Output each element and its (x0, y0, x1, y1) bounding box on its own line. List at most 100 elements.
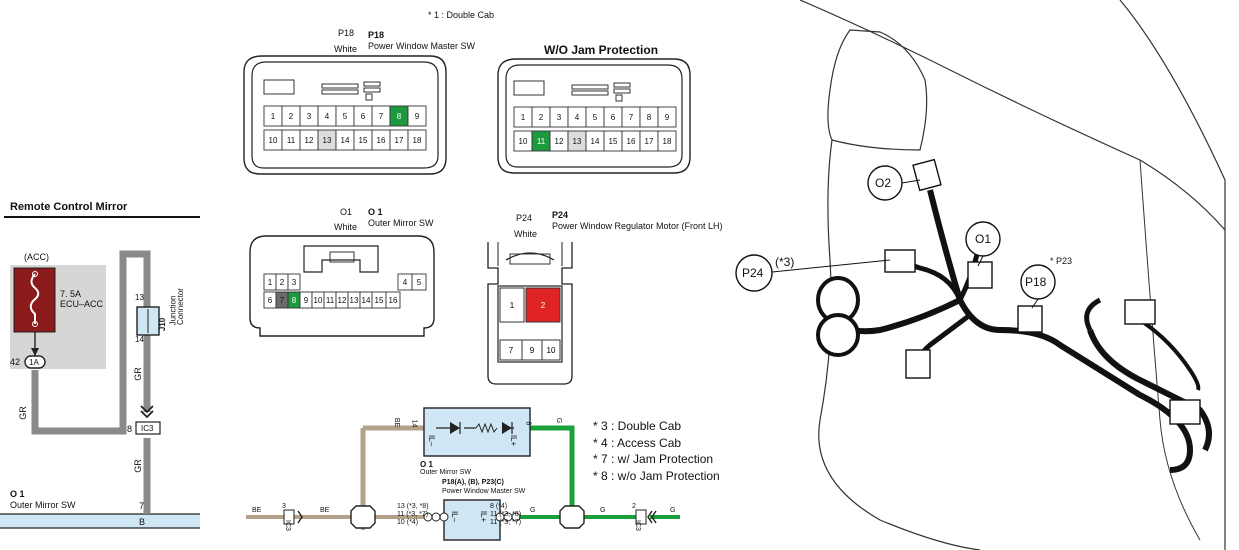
p18-pin-5: 5 (343, 112, 348, 121)
o1-pin-3: 3 (292, 278, 297, 287)
sch-g-right: G (600, 507, 606, 514)
o1-pin-3-cell (287, 273, 301, 291)
sch-pin-left-13-note: (*3, *8) (406, 503, 429, 510)
sch-g-mid: G (530, 507, 536, 514)
rcm-fuse-name: ECU–ACC (60, 299, 104, 309)
p18wo-pin-5: 5 (593, 113, 598, 122)
p18-pin-1: 1 (271, 112, 276, 121)
footnote-3: * 3 : Double Cab (593, 419, 682, 433)
illumination-schematic (246, 407, 680, 541)
rcm-pin-42: 42 (10, 357, 21, 367)
sch-c3-left: 3 (282, 503, 286, 510)
sch-pin-14: 14 (410, 419, 418, 428)
sch-il-plus: IL+ (509, 434, 519, 447)
sch-p18-name: Power Window Master SW (442, 488, 526, 495)
rcm-acc: (ACC) (24, 252, 49, 262)
sch-be-left: BE (252, 507, 262, 514)
p18-pin-18-cell (407, 129, 427, 151)
sch-pin-left-10: 10 (397, 519, 405, 526)
p18-pin-14: 14 (341, 136, 350, 145)
p18wo-pin-9: 9 (665, 113, 670, 122)
sch-be-top: BE (393, 417, 401, 428)
loc-o2: O2 (875, 176, 892, 190)
o1-pin-12: 12 (338, 296, 347, 305)
loc-p24-note: (*3) (775, 255, 795, 269)
p18-pin-4: 4 (325, 112, 330, 121)
o1-pin-1: 1 (268, 278, 273, 287)
wo-jam-title: W/O Jam Protection (544, 43, 659, 57)
o1-code: O 1 (368, 207, 383, 217)
rcm-o1-code: O 1 (10, 489, 25, 499)
p24-color: White (514, 229, 538, 239)
o1-pin-10: 10 (314, 296, 323, 305)
p24-pin-10: 10 (547, 346, 556, 355)
p18-pin-16: 16 (377, 136, 386, 145)
j10-pin-13: 13 (135, 293, 144, 302)
sch-g-top: G (555, 417, 563, 424)
o1-pin-5: 5 (417, 278, 422, 287)
o1-name: Outer Mirror SW (368, 218, 434, 228)
sch-pin-left-11: 11 (397, 511, 405, 518)
j10-pin-14: 14 (135, 335, 144, 344)
p18-pin-18: 18 (413, 136, 422, 145)
o1-pin-16-cell (385, 291, 401, 309)
p18-pin-7: 7 (379, 112, 384, 121)
p18wo-pin-18-cell (657, 130, 677, 152)
p18-pin-2: 2 (289, 112, 294, 121)
o1-code-small: O1 (340, 207, 353, 217)
p18wo-pin-9-cell (657, 106, 677, 128)
rcm-wire-gr1: GR (17, 406, 28, 420)
p18-pin-11: 11 (287, 136, 296, 145)
p18wo-pin-16: 16 (627, 137, 636, 146)
j10-code: J10 (158, 317, 168, 332)
sch-pin-8: 8 (524, 421, 532, 426)
sch-be-mid: BE (320, 507, 330, 514)
sch-pin-right-11a: 11 (490, 511, 498, 518)
p18-name: Power Window Master SW (368, 41, 476, 51)
footnote-4: * 4 : Access Cab (593, 435, 682, 450)
footnote-8: * 8 : w/o Jam Protection (593, 468, 720, 483)
p18-pin-13: 13 (323, 136, 332, 145)
p18wo-pin-7: 7 (629, 113, 634, 122)
sch-ic3-left: IC3 (283, 520, 291, 531)
rcm-wire-b: B (139, 517, 146, 527)
rcm-wire-gr3: GR (132, 459, 143, 473)
p24-pin-2: 2 (541, 301, 546, 310)
p18wo-pin-15: 15 (609, 137, 618, 146)
p18wo-pin-2: 2 (539, 113, 544, 122)
p18wo-pin-3: 3 (557, 113, 562, 122)
rcm-title: Remote Control Mirror (10, 201, 128, 213)
sch-pin-right-8-note: (*4) (495, 503, 508, 510)
sch-pin-left-10-note: (*4) (406, 519, 419, 526)
sch-o1-name: Outer Mirror SW (420, 469, 471, 476)
p24-connector: 1 2 7 9 10 (487, 242, 573, 385)
sch-il-plus-2: IL+ (479, 510, 489, 523)
p18-pin-15: 15 (359, 136, 368, 145)
p18-pin-9: 9 (415, 112, 420, 121)
sch-c2-right: 2 (632, 503, 636, 510)
p24-code-small: P24 (516, 213, 533, 223)
harness-location-drawing (735, 0, 1226, 550)
p18wo-pin-12: 12 (555, 137, 564, 146)
sch-g-far: G (670, 507, 676, 514)
p18-code-small: P18 (338, 28, 355, 38)
p24-code: P24 (552, 210, 569, 220)
p18-pin-12: 12 (305, 136, 314, 145)
o1-pin-13: 13 (350, 296, 359, 305)
p24-pin-1: 1 (510, 301, 515, 310)
sch-p18-codes: P18(A), (B), P23(C) (442, 479, 504, 486)
p18wo-pin-18: 18 (663, 137, 672, 146)
loc-p23-note: * P23 (1050, 256, 1073, 266)
sch-pin-left-13: 13 (397, 503, 405, 510)
p18-pin-3: 3 (307, 112, 312, 121)
o1-pin-5-cell (411, 273, 427, 291)
loc-o1: O1 (975, 232, 992, 246)
rcm-title-rule (4, 216, 200, 218)
o1-pin-4: 4 (403, 278, 408, 287)
sch-pin-right-11b-note: (*3, *7) (499, 519, 522, 526)
p18wo-pin-13: 13 (573, 137, 582, 146)
o1-pin-8: 8 (292, 296, 297, 305)
o1-pin-11: 11 (326, 296, 335, 305)
